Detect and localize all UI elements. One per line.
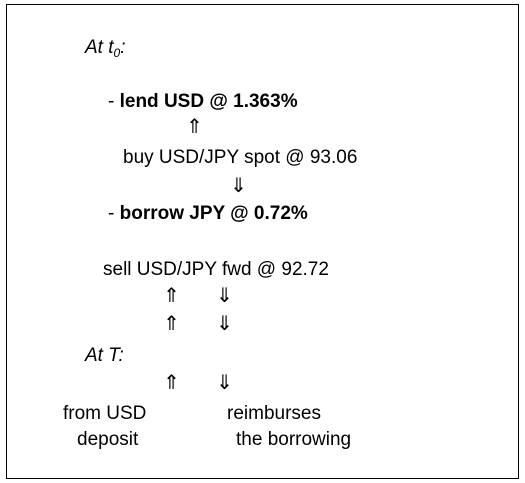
- right-label-line2: the borrowing: [236, 429, 352, 450]
- sell-fwd-line: sell USD/JPY fwd @ 92.72: [103, 259, 329, 280]
- heading-at-t0: At t0:: [85, 37, 126, 60]
- down-arrow-icon: ⇓: [216, 370, 233, 394]
- buy-spot-line: buy USD/JPY spot @ 93.06: [123, 147, 358, 168]
- lend-usd-line: - lend USD @ 1.363%: [108, 91, 298, 112]
- heading-at-T: At T:: [85, 345, 124, 366]
- up-arrow-icon: ⇑: [186, 114, 203, 138]
- borrow-jpy-line: - borrow JPY @ 0.72%: [108, 203, 308, 224]
- up-arrow-icon: ⇑: [163, 311, 180, 335]
- right-label-line1: reimburses: [227, 403, 321, 424]
- down-arrow-icon: ⇓: [216, 283, 233, 307]
- down-arrow-icon: ⇓: [230, 173, 247, 197]
- diagram-frame: [6, 4, 519, 479]
- down-arrow-icon: ⇓: [216, 311, 233, 335]
- left-label-line1: from USD: [63, 403, 147, 424]
- up-arrow-icon: ⇑: [163, 370, 180, 394]
- left-label-line2: deposit: [77, 429, 139, 450]
- up-arrow-icon: ⇑: [163, 283, 180, 307]
